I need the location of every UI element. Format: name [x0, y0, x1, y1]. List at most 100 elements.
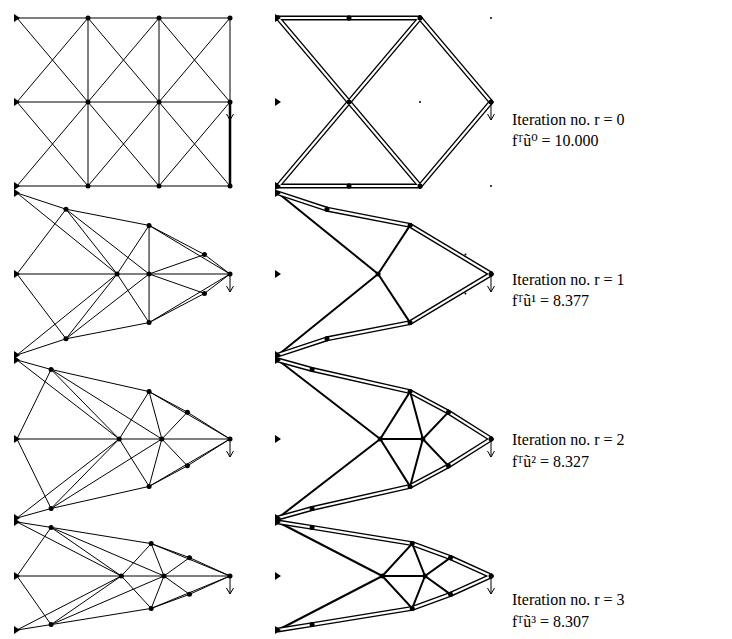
joint-dot — [157, 16, 162, 21]
truss-bar-thick — [278, 193, 378, 274]
ground-structure — [14, 518, 234, 634]
joint-dot — [310, 525, 315, 530]
truss-bar — [204, 255, 230, 274]
support-symbol — [14, 189, 20, 197]
bar-outline — [312, 527, 412, 543]
joint-dot — [310, 367, 315, 372]
bar-core — [451, 576, 491, 594]
joint-dot — [310, 506, 315, 511]
truss-bar — [149, 274, 150, 323]
bar-outline — [412, 544, 450, 558]
bar-outline — [278, 193, 327, 209]
truss-bar — [17, 339, 66, 355]
joint-dot — [324, 336, 329, 341]
support-symbol — [275, 435, 281, 443]
truss-bar — [117, 274, 149, 323]
truss-bar — [17, 509, 51, 518]
joint-dot — [448, 555, 453, 560]
truss-bar — [17, 102, 88, 186]
truss-bar — [17, 274, 117, 355]
joint-dot — [380, 574, 385, 579]
bar-core — [327, 323, 410, 339]
truss-bar — [151, 576, 230, 608]
joint-dot — [86, 184, 91, 189]
truss-bar — [51, 527, 121, 576]
ground-structure — [14, 189, 234, 359]
truss-bar — [164, 558, 190, 576]
truss-bar-thick — [425, 576, 451, 594]
truss-bar — [149, 274, 230, 275]
support-symbol — [14, 435, 20, 443]
load-arrow — [230, 102, 231, 120]
truss-bar — [17, 439, 51, 509]
joint-dot — [324, 207, 329, 212]
truss-bar — [159, 102, 230, 186]
ground-structure — [14, 14, 234, 190]
joint-dot — [117, 437, 122, 442]
bar-core — [312, 369, 410, 391]
load-arrow-head — [488, 451, 495, 457]
truss-bar — [204, 274, 230, 293]
truss-bar — [66, 274, 149, 339]
bar-outline — [448, 412, 491, 439]
bar-outline — [412, 594, 450, 608]
truss-bar — [88, 18, 89, 102]
truss-bar — [151, 544, 230, 576]
joint-dot — [149, 541, 154, 546]
bar-outline — [327, 209, 410, 225]
truss-bar — [51, 369, 162, 439]
bar-core — [410, 466, 448, 487]
truss-bar — [230, 18, 231, 102]
joint-dot — [147, 223, 152, 228]
iteration-label: fᵀũ² = 8.327 — [512, 452, 589, 472]
bar-outline — [349, 184, 420, 189]
bar-core — [278, 509, 312, 518]
truss-bar — [149, 225, 150, 274]
truss-bar — [159, 102, 230, 103]
truss-bar — [149, 293, 204, 322]
bar-core — [412, 594, 450, 608]
truss-bar — [88, 18, 159, 102]
bar-core — [278, 522, 312, 527]
truss-bar — [149, 274, 204, 293]
bar-core — [420, 18, 491, 102]
joint-dot — [228, 184, 233, 189]
support-symbol — [14, 518, 20, 526]
joint-dot — [147, 320, 152, 325]
truss-bar — [162, 439, 188, 466]
support-symbol — [14, 98, 20, 106]
truss-bar — [159, 102, 230, 186]
bar-outline — [410, 274, 491, 323]
support-symbol — [14, 182, 20, 190]
iteration-label: Iteration no. r = 2 — [512, 430, 625, 450]
truss-bar — [17, 439, 119, 440]
truss-bar — [164, 576, 230, 577]
bar-core — [448, 412, 491, 439]
bar-core — [278, 185, 349, 187]
bar-core — [410, 392, 448, 413]
joint-dot — [63, 207, 68, 212]
load-arrow-head — [488, 114, 495, 120]
joint-dot — [410, 541, 415, 546]
joint-dot — [147, 272, 152, 277]
joint-dot — [147, 484, 152, 489]
support-symbol — [275, 189, 281, 197]
iteration-label: fᵀũ⁰ = 10.000 — [512, 131, 599, 151]
truss-bar — [66, 209, 117, 274]
bar-outline — [410, 392, 448, 413]
truss-bar — [187, 439, 230, 466]
bar-outline — [451, 558, 491, 576]
support-symbol — [275, 626, 281, 634]
truss-bar — [51, 369, 119, 439]
joint-dot — [310, 622, 315, 627]
truss-bar — [190, 576, 230, 594]
joint-dot — [464, 292, 466, 294]
bar-core — [410, 225, 491, 274]
bar-outline — [349, 16, 420, 21]
load-arrow — [491, 274, 492, 292]
joint-dot — [418, 16, 423, 21]
joint-dot — [490, 185, 492, 187]
truss-bar — [149, 274, 230, 323]
truss-bar-thick — [423, 412, 449, 439]
truss-bar — [17, 186, 88, 187]
